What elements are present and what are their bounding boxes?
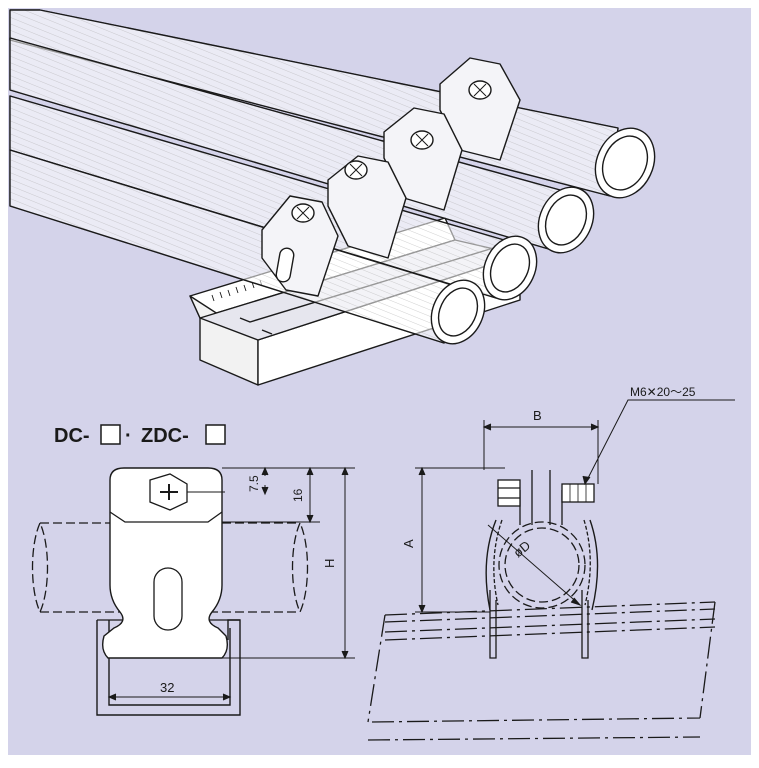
placeholder-box-2 [205, 424, 226, 445]
isometric-illustration [9, 9, 656, 386]
side-view [367, 470, 716, 741]
pipe-1 [9, 149, 486, 345]
placeholder-box-1 [100, 424, 121, 445]
front-view [31, 467, 309, 716]
clamp-2 [327, 155, 407, 259]
dim-A: A [401, 539, 416, 548]
model-label: DC- · ZDC- [54, 424, 226, 447]
clamp-4 [439, 57, 521, 161]
front-view-dimensions [107, 466, 355, 705]
clamp-3 [383, 107, 463, 211]
dim-16: 16 [291, 488, 305, 502]
model-second: ZDC- [141, 425, 189, 447]
model-prefix: DC- [54, 425, 90, 447]
dim-7-5: 7.5 [247, 475, 261, 492]
dim-32: 32 [160, 680, 174, 695]
model-separator: · [125, 425, 132, 447]
front-view-dimension-labels: 7.5 16 H 32 [160, 475, 337, 695]
bolt-spec-label: M6✕20〜25 [630, 385, 696, 399]
clamp-1 [261, 195, 339, 297]
dim-H: H [322, 559, 337, 568]
dim-B: B [533, 408, 542, 423]
side-view-dimensions [415, 399, 735, 614]
